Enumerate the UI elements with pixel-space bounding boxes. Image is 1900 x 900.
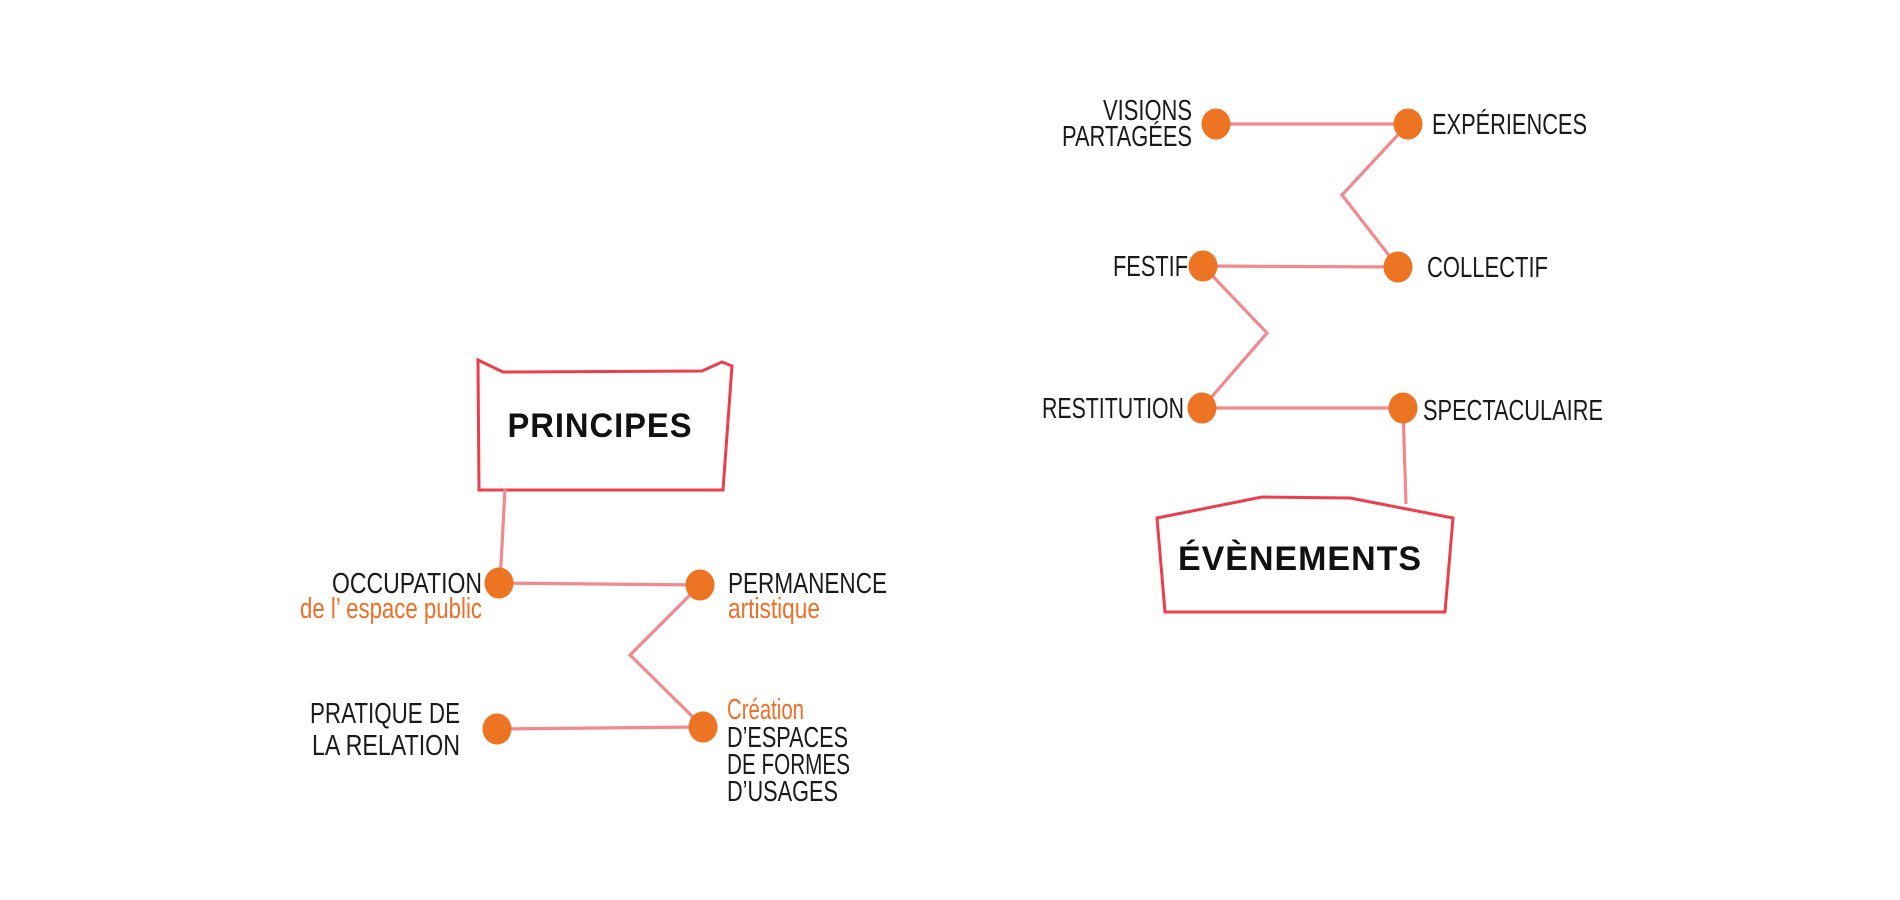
label-creation-line1: Création xyxy=(727,694,804,726)
label-collectif-label: COLLECTIF xyxy=(1427,252,1548,284)
edge-evenements-2 xyxy=(1202,264,1399,269)
node-spectaculaire xyxy=(1388,392,1418,424)
label-visions-line1: VISIONS xyxy=(1103,95,1192,127)
edge-principes-0 xyxy=(498,488,507,584)
label-restitution-label: RESTITUTION xyxy=(1042,393,1184,425)
label-spectaculaire-label: SPECTACULAIRE xyxy=(1423,395,1603,427)
edge-principes-2 xyxy=(627,583,705,729)
label-creation-line4: D’USAGES xyxy=(727,776,838,808)
node-experiences xyxy=(1393,108,1423,140)
node-festif xyxy=(1188,250,1218,282)
node-creation-espaces xyxy=(688,711,718,743)
box-title-principes: PRINCIPES xyxy=(508,407,693,445)
node-restitution xyxy=(1187,392,1217,424)
box-evenements xyxy=(1155,495,1455,614)
edge-evenements-5 xyxy=(1401,407,1408,505)
label-pratique-line2: LA RELATION xyxy=(312,730,460,762)
node-pratique-relation xyxy=(482,713,512,745)
label-occupation-line2: de l’ espace public xyxy=(300,593,482,625)
label-creation-line2: D’ESPACES xyxy=(727,722,848,754)
label-occupation-line1: OCCUPATION xyxy=(332,568,482,600)
label-creation-line3: DE FORMES xyxy=(727,749,850,781)
edge-evenements-3 xyxy=(1200,264,1270,410)
node-occupation xyxy=(484,567,514,599)
box-principes xyxy=(476,357,734,492)
label-pratique-line1: PRATIQUE DE xyxy=(310,698,460,730)
edge-evenements-1 xyxy=(1339,122,1410,268)
edge-principes-3 xyxy=(496,725,704,731)
label-experiences-label: EXPÉRIENCES xyxy=(1432,108,1587,141)
label-permanence-line1: PERMANENCE xyxy=(728,568,887,600)
node-visions-partagees xyxy=(1201,108,1231,140)
label-permanence-line2: artistique xyxy=(728,593,820,625)
label-visions-line2: PARTAGÉES xyxy=(1062,120,1192,153)
node-collectif xyxy=(1383,251,1413,283)
label-festif-label: FESTIF xyxy=(1113,251,1188,283)
node-permanence xyxy=(685,569,715,601)
edge-principes-1 xyxy=(498,581,701,587)
box-title-evenements: ÉVÈNEMENTS xyxy=(1178,540,1422,578)
